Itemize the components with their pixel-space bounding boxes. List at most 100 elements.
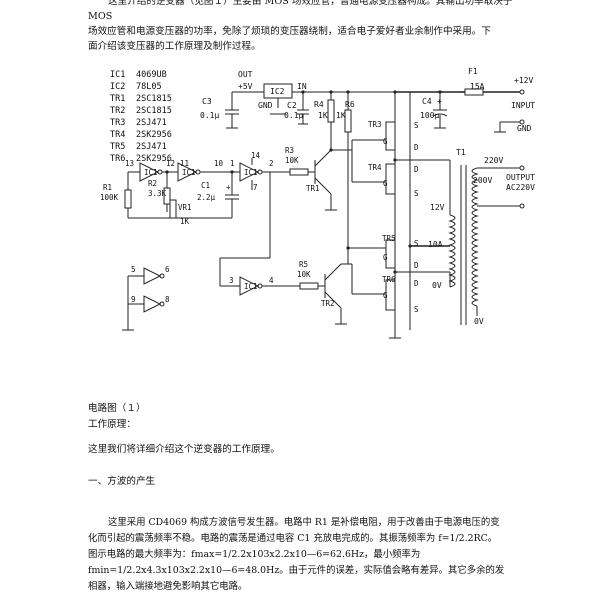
terminal-plus12v — [519, 89, 525, 95]
label-tr3: TR3 — [368, 120, 382, 129]
label-ic2: IC2 — [270, 87, 285, 96]
label-in: IN — [297, 82, 307, 91]
label-tr1: TR1 — [306, 184, 320, 193]
label-pin7: 7 — [253, 183, 258, 192]
label-ac220v: AC220V — [506, 183, 535, 192]
label-ic1: IC1 — [182, 168, 196, 177]
label-c1-value: 2.2μ — [197, 193, 216, 202]
r6-resistor — [344, 109, 352, 133]
terminal-gnd — [519, 119, 525, 125]
label-c2: C2 — [287, 101, 297, 110]
label-gnd: GND — [517, 124, 532, 133]
part-value: 2SJ471 — [136, 118, 167, 128]
label-drain: D — [414, 165, 419, 174]
label-source: S — [414, 189, 419, 198]
tr5-mosfet — [385, 239, 396, 269]
label-plus: + — [226, 183, 231, 192]
label-ic1: IC1 — [144, 168, 158, 177]
part-ref: TR2 — [110, 106, 125, 116]
part-ref: IC1 — [110, 70, 125, 80]
label-c4: C4 — [422, 97, 432, 106]
label-pin6: 6 — [165, 265, 170, 274]
label-drain: D — [414, 143, 419, 152]
label-f1-value: 15A — [470, 82, 485, 91]
label-pin4: 4 — [269, 276, 274, 285]
terminal-output-b — [519, 203, 525, 209]
body-line: 这里采用 CD4069 构成方波信号发生器。电路中 R1 是补偿电阻，用于改善由… — [108, 517, 500, 528]
body-paragraph: 这里采用 CD4069 构成方波信号发生器。电路中 R1 是补偿电阻，用于改善由… — [88, 515, 528, 595]
label-r2-value: 3.3K — [148, 189, 167, 198]
section-heading: 一、方波的产生 — [88, 476, 156, 487]
label-r4-value: 1K — [318, 111, 328, 120]
intro-line: 这里介绍的逆变器（见图１）主要由 MOS 场效应管，普通电源变压器构成。其输出功… — [88, 0, 513, 22]
label-ic1: IC1 — [244, 168, 258, 177]
label-r1-value: 100K — [100, 193, 119, 202]
label-0v-secondary: 0V — [474, 317, 484, 326]
body-line: 相器，输入端接地避免影响其它电路。 — [88, 581, 248, 592]
part-value: 2SC1815 — [136, 94, 172, 104]
part-ref: TR1 — [110, 94, 125, 104]
label-r5-value: 10K — [297, 270, 311, 279]
label-r6: R6 — [345, 100, 355, 109]
label-source: S — [414, 239, 419, 248]
part-ref: TR6 — [110, 154, 125, 164]
tr3-mosfet — [385, 121, 396, 151]
label-pin2: 2 — [269, 159, 274, 168]
label-drain: D — [414, 261, 419, 270]
label-220v: 220V — [484, 156, 503, 165]
label-r3-value: 10K — [285, 156, 299, 165]
vr1-potentiometer — [169, 199, 177, 219]
body-line: 化而引起的震荡频率不稳。电路的震荡是通过电容 C1 充放电完成的。其振荡频率为 … — [88, 533, 498, 544]
part-value: 78L05 — [136, 82, 162, 92]
power-supply-section: OUT +5V IC2 GND IN C3 0.1μ C2 0.1μ R4 1K… — [200, 70, 395, 248]
intro-line: 面介绍该变压器的工作原理及制作过程。 — [88, 41, 261, 52]
label-r2: R2 — [148, 179, 157, 188]
label-vr1: VR1 — [178, 203, 192, 212]
label-pin9: 9 — [131, 295, 136, 304]
explain-paragraph: 这里我们将详细介绍这个逆变器的工作原理。 — [88, 444, 280, 455]
label-r6-value: 1K — [336, 111, 346, 120]
label-tr4: TR4 — [368, 163, 382, 172]
label-plus5v: +5V — [238, 82, 253, 91]
part-value: 2SC1815 — [136, 106, 172, 116]
label-input: INPUT — [511, 101, 535, 110]
r4-resistor — [327, 99, 335, 123]
unused-gate-a — [143, 267, 162, 285]
label-pin5: 5 — [131, 265, 136, 274]
label-200v: 200V — [473, 176, 492, 185]
label-r3: R3 — [285, 146, 294, 155]
r1-resistor — [124, 189, 132, 209]
label-c3-value: 0.1μ — [200, 111, 219, 120]
label-out: OUT — [238, 70, 253, 79]
label-c2-value: 0.1μ — [284, 111, 303, 120]
tr4-mosfet — [385, 163, 396, 195]
label-source: S — [414, 305, 419, 314]
tr6-mosfet — [385, 279, 396, 311]
label-r4: R4 — [314, 100, 324, 109]
label-pin11: 11 — [180, 159, 189, 168]
label-0v-primary: 0V — [432, 281, 442, 290]
r5-resistor — [299, 282, 319, 290]
label-source: S — [414, 121, 419, 130]
label-ic2-gnd: GND — [258, 101, 273, 110]
label-c1: C1 — [201, 181, 210, 190]
body-line: fmin=1/2.2x4.3x103x2.2x10—6=48.0Hz。由于元件的… — [88, 565, 505, 576]
label-10a: 10A — [428, 240, 443, 249]
oscillator-section: 13 12 11 10 1 2 14 7 IC1 IC1 IC1 R1 100K… — [100, 146, 353, 331]
inverter-gate-d — [239, 276, 260, 296]
label-pin1: 1 — [230, 159, 235, 168]
label-drain: D — [414, 279, 419, 288]
label-c3: C3 — [202, 97, 212, 106]
transformer-t1: T1 220V 200V OUTPUT AC220V 12V 10A 0V 0V — [408, 148, 535, 326]
part-ref: TR3 — [110, 118, 125, 128]
label-output: OUTPUT — [506, 173, 535, 182]
label-c4-value: 100μ — [420, 111, 439, 120]
label-pin13: 13 — [125, 159, 134, 168]
mosfet-bridge: TR3 G S D TR4 G D S TR5 G S D TR6 G D S — [348, 92, 450, 339]
label-vr1-value: 1K — [180, 217, 190, 226]
unused-gate-b — [143, 295, 162, 313]
label-tr5: TR5 — [382, 234, 396, 243]
label-pin3: 3 — [229, 276, 234, 285]
label-pin12: 12 — [166, 159, 175, 168]
intro-paragraph: 这里介绍的逆变器（见图１）主要由 MOS 场效应管，普通电源变压器构成。其输出功… — [88, 0, 528, 54]
